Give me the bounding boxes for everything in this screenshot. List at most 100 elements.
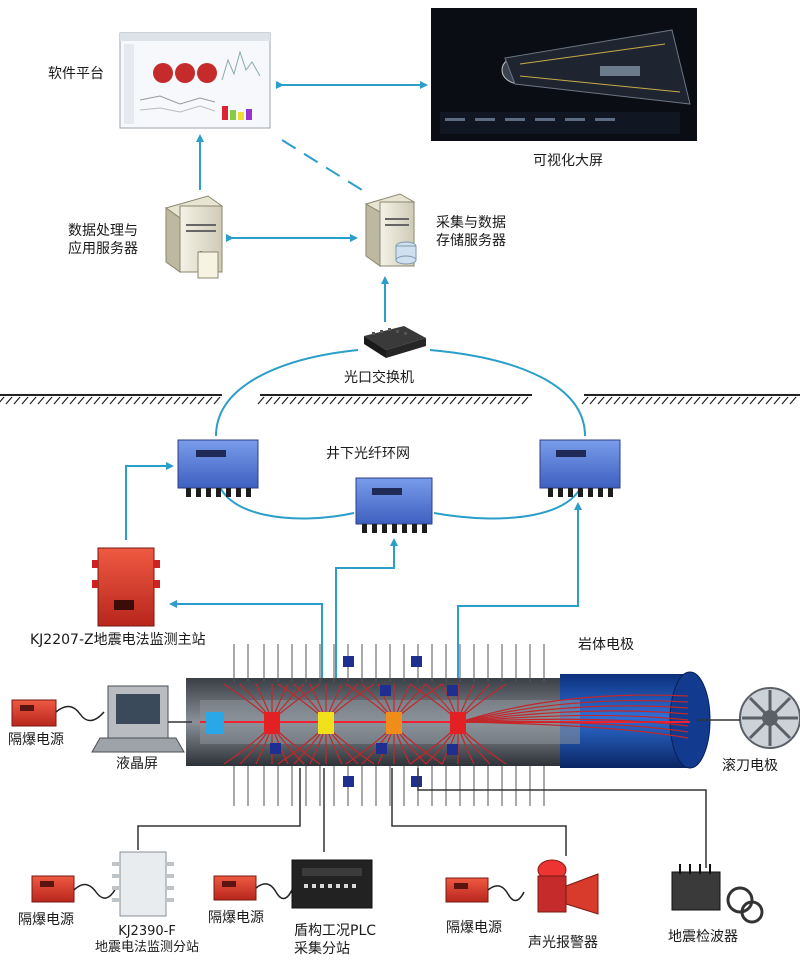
link-tunnel-to-main [169,600,323,682]
label-plc: 盾构工况PLC 采集分站 [294,922,376,958]
ground-hatch [781,396,789,405]
station-red-2 [450,712,466,734]
station-yellow [318,712,334,734]
ground-hatch [457,396,465,405]
ground-hatch [77,396,85,405]
ground-hatch [313,396,321,405]
ground-hatch [197,396,205,405]
tbm-tunnel-body [186,671,711,769]
fiber-node-center [355,477,433,533]
power-cable-1 [73,883,117,899]
ground-hatch [757,396,765,405]
ground-hatch [401,396,409,405]
ground-hatch [449,396,457,405]
software-platform-image [119,32,271,129]
link-tunnel-to-right [457,502,582,682]
geophone-device [671,864,764,924]
ground-hatch [5,396,13,405]
ground-hatch [765,396,773,405]
ground-hatch [353,396,361,405]
ground-hatch [497,396,505,405]
power-supply-left [11,699,57,727]
cutter-electrode-wire [459,694,689,723]
ground-hatch [21,396,29,405]
ground-hatch [29,396,37,405]
label-data-server: 数据处理与 应用服务器 [68,222,138,258]
label-plc-line2: 采集分站 [294,941,350,957]
ground-hatch [125,396,133,405]
ground-hatch [717,396,725,405]
ground-hatch [377,396,385,405]
ground-hatch [513,396,521,405]
ground-hatch [93,396,101,405]
link-tunnel-to-center [335,538,398,682]
cutter-head-image [739,687,800,749]
ground-hatch [85,396,93,405]
ground-hatch [117,396,125,405]
label-fiber-ring: 井下光纤环网 [326,446,410,462]
ground-hatch [701,396,709,405]
cutter-electrode-wire [459,710,689,723]
link-main-to-left-node [125,462,174,540]
ground-hatch [473,396,481,405]
ground-hatch [109,396,117,405]
ground-hatch [417,396,425,405]
ground-hatch [677,396,685,405]
main-station-device [92,547,160,627]
ground-hatch [589,396,597,405]
ground-hatch [661,396,669,405]
cutter-electrode-wire [459,699,689,723]
optical-switch-icon [364,326,426,358]
ground-hatch [741,396,749,405]
cutter-electrode-wire [459,714,689,723]
power-cable-3 [487,885,525,902]
ground-hatch [789,396,797,405]
fiber-node-left [177,439,259,497]
alarm-device [537,859,599,915]
power-supply-3 [445,877,489,903]
ground-surface [0,394,800,405]
label-data-server-line1: 数据处理与 [68,223,138,239]
label-storage-server-line1: 采集与数据 [436,215,506,231]
ground-hatch [613,396,621,405]
ground-hatch [133,396,141,405]
label-software-platform: 软件平台 [48,66,104,82]
ground-hatch [433,396,441,405]
ground-hatch [489,396,497,405]
power-cable-2 [255,883,293,900]
ground-hatch [265,396,273,405]
ground-hatch [321,396,329,405]
sub-station-device [112,851,174,917]
ground-hatch [205,396,213,405]
ground-hatch [725,396,733,405]
bottom-connectors [137,768,707,868]
ground-hatch [597,396,605,405]
label-main-station: KJ2207-Z地震电法监测主站 [30,632,206,648]
power-supply-1 [31,875,75,903]
ground-hatch [653,396,661,405]
station-orange [386,712,402,734]
ground-hatch [581,396,589,405]
ground-hatch [749,396,757,405]
ground-hatch [685,396,693,405]
dashed-link-platform-storage [281,139,371,196]
ground-hatch [37,396,45,405]
ground-hatch [621,396,629,405]
label-alarm: 声光报警器 [528,935,598,951]
label-storage-server-line2: 存储服务器 [436,233,506,249]
lcd-screen-device [91,685,185,753]
ground-hatch [101,396,109,405]
power-supply-2 [213,875,257,901]
ground-hatch [157,396,165,405]
label-cutter-electrode: 滚刀电极 [722,758,778,774]
ground-hatch [181,396,189,405]
label-sub-station-line2: 地震电法监测分站 [94,940,199,955]
ground-hatch [173,396,181,405]
ground-hatch [297,396,305,405]
ground-hatch [345,396,353,405]
ground-hatch [425,396,433,405]
ground-hatch [45,396,53,405]
cutter-electrode-wire [459,705,689,723]
ground-hatch [605,396,613,405]
ground-hatch [409,396,417,405]
